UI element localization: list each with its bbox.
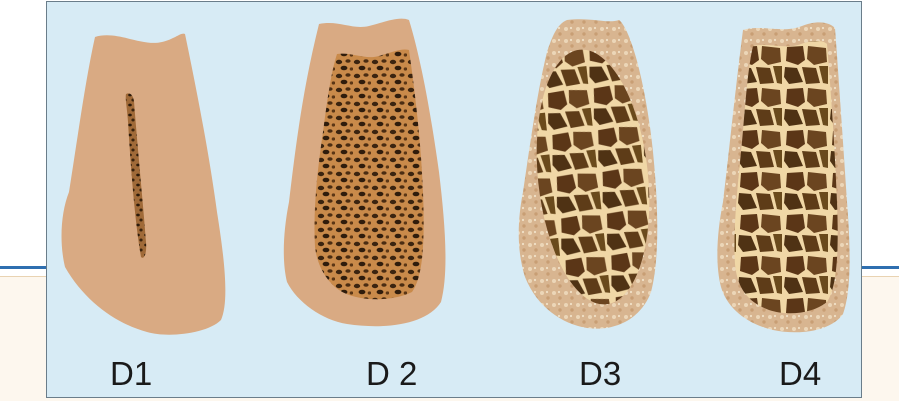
bone-density-figure — [46, 1, 862, 398]
d1-label: D1 — [110, 354, 152, 394]
bone-density-diagram — [47, 2, 862, 398]
d4-label: D4 — [779, 354, 821, 394]
d2-trabecular-bone — [314, 49, 423, 299]
d2-label: D 2 — [366, 354, 417, 394]
d3-label: D3 — [579, 354, 621, 394]
d4-trabecular-bone — [734, 41, 837, 313]
